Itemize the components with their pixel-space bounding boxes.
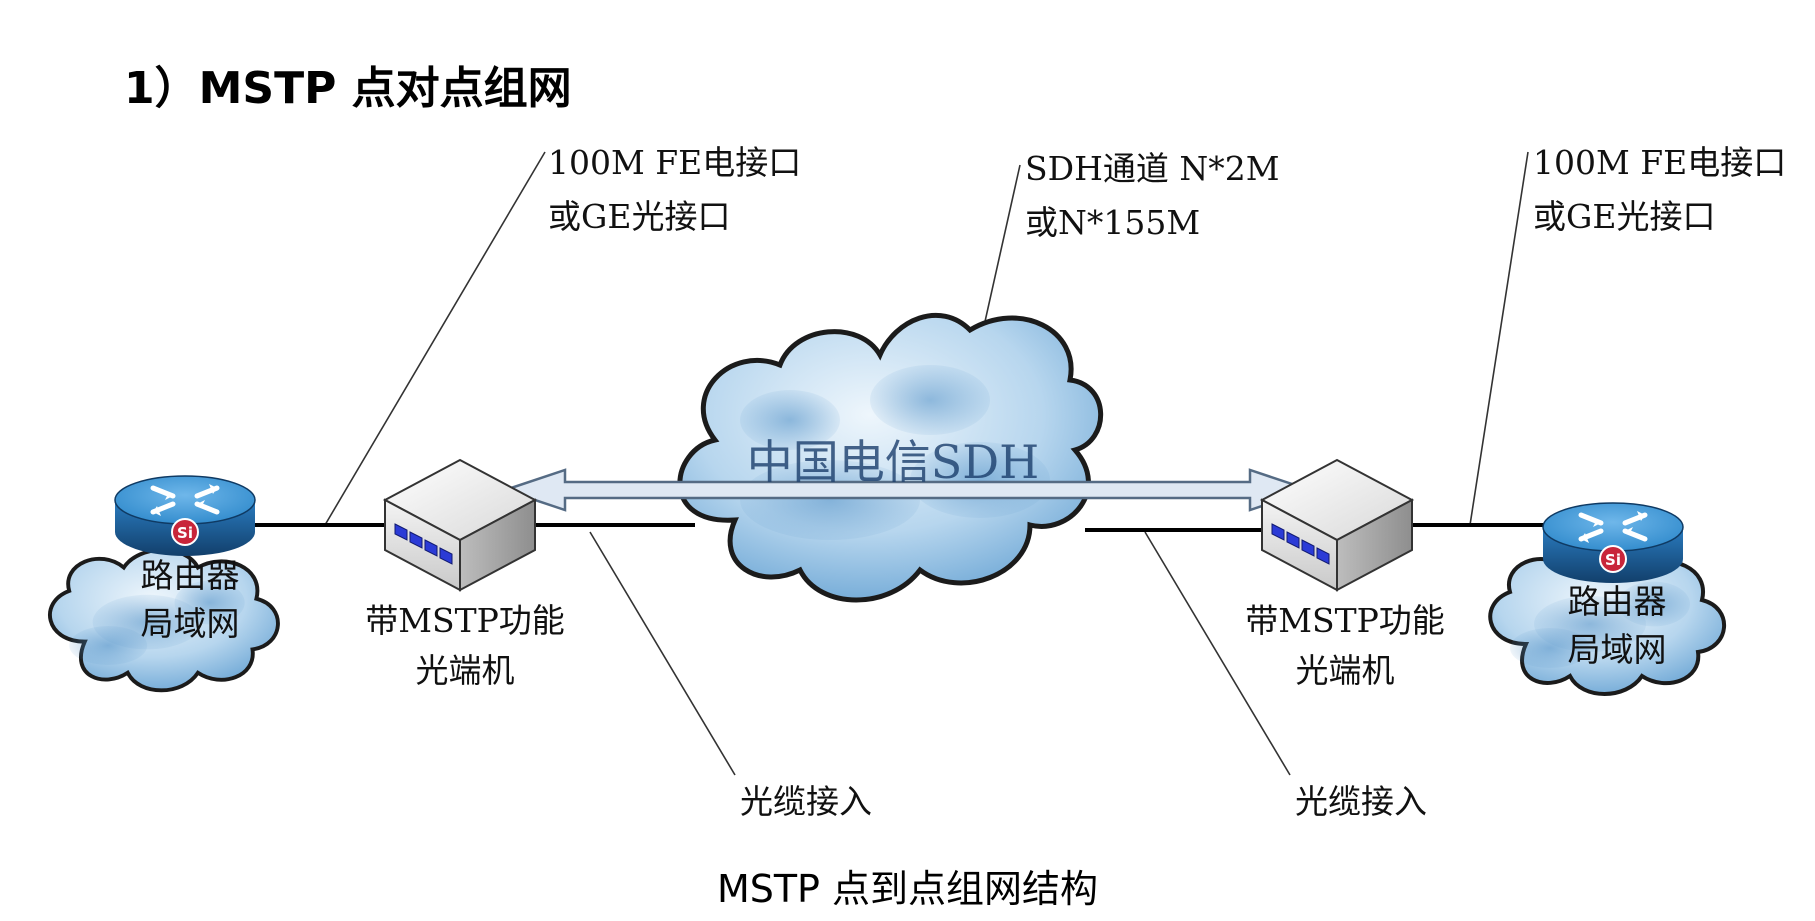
left-lan-label: 局域网: [140, 604, 240, 643]
sdh-cloud-label: 中国电信SDH: [747, 435, 1040, 489]
right-site-labels: 路由器 局域网: [1527, 578, 1707, 674]
left-device-line-1: 带MSTP功能: [365, 601, 565, 640]
leader-left-interface: [324, 151, 546, 526]
left-interface-line-1: 100M FE电接口: [548, 143, 802, 182]
left-optical-terminal-icon: [384, 459, 536, 591]
sdh-cloud-icon: [677, 312, 1104, 603]
figure-caption: MSTP 点到点组网结构: [716, 867, 1099, 911]
page-heading: 1）MSTP 点对点组网: [124, 63, 572, 114]
router-badge-icon: [171, 518, 199, 546]
right-router-icon: [1543, 503, 1683, 583]
right-router-badge: Si: [1605, 551, 1621, 569]
leader-right-interface: [1469, 151, 1529, 526]
sdh-channel-line-1: SDH通道 N*2M: [1025, 149, 1280, 188]
left-router-badge: Si: [177, 524, 193, 542]
connection-lines: [250, 523, 1545, 532]
right-lan-label: 局域网: [1567, 630, 1667, 669]
left-router-label: 路由器: [140, 556, 240, 595]
left-device-label: 带MSTP功能 光端机: [360, 596, 570, 696]
sdh-channel-callout: SDH通道 N*2M 或N*155M: [1025, 142, 1280, 250]
left-cable-callout: 光缆接入: [740, 782, 872, 821]
right-cable-callout: 光缆接入: [1295, 782, 1427, 821]
left-interface-callout: 100M FE电接口 或GE光接口: [548, 136, 801, 244]
right-interface-line-2: 或GE光接口: [1533, 197, 1716, 236]
right-interface-line-1: 100M FE电接口: [1533, 143, 1787, 182]
leader-right-cable: [1144, 531, 1291, 776]
right-interface-callout: 100M FE电接口 或GE光接口: [1533, 136, 1786, 244]
sdh-channel-line-2: 或N*155M: [1025, 203, 1201, 242]
right-router-label: 路由器: [1567, 582, 1667, 621]
right-device-label: 带MSTP功能 光端机: [1240, 596, 1450, 696]
right-optical-terminal-icon: [1261, 459, 1413, 591]
left-site-labels: 路由器 局域网: [100, 552, 280, 648]
right-device-line-2: 光端机: [1295, 651, 1395, 690]
left-interface-line-2: 或GE光接口: [548, 197, 731, 236]
left-router-icon: [115, 476, 255, 556]
leader-left-cable: [589, 531, 736, 776]
router-badge-icon: [1599, 545, 1627, 573]
right-device-line-1: 带MSTP功能: [1245, 601, 1445, 640]
leader-lines: [324, 151, 1529, 776]
left-device-line-2: 光端机: [415, 651, 515, 690]
